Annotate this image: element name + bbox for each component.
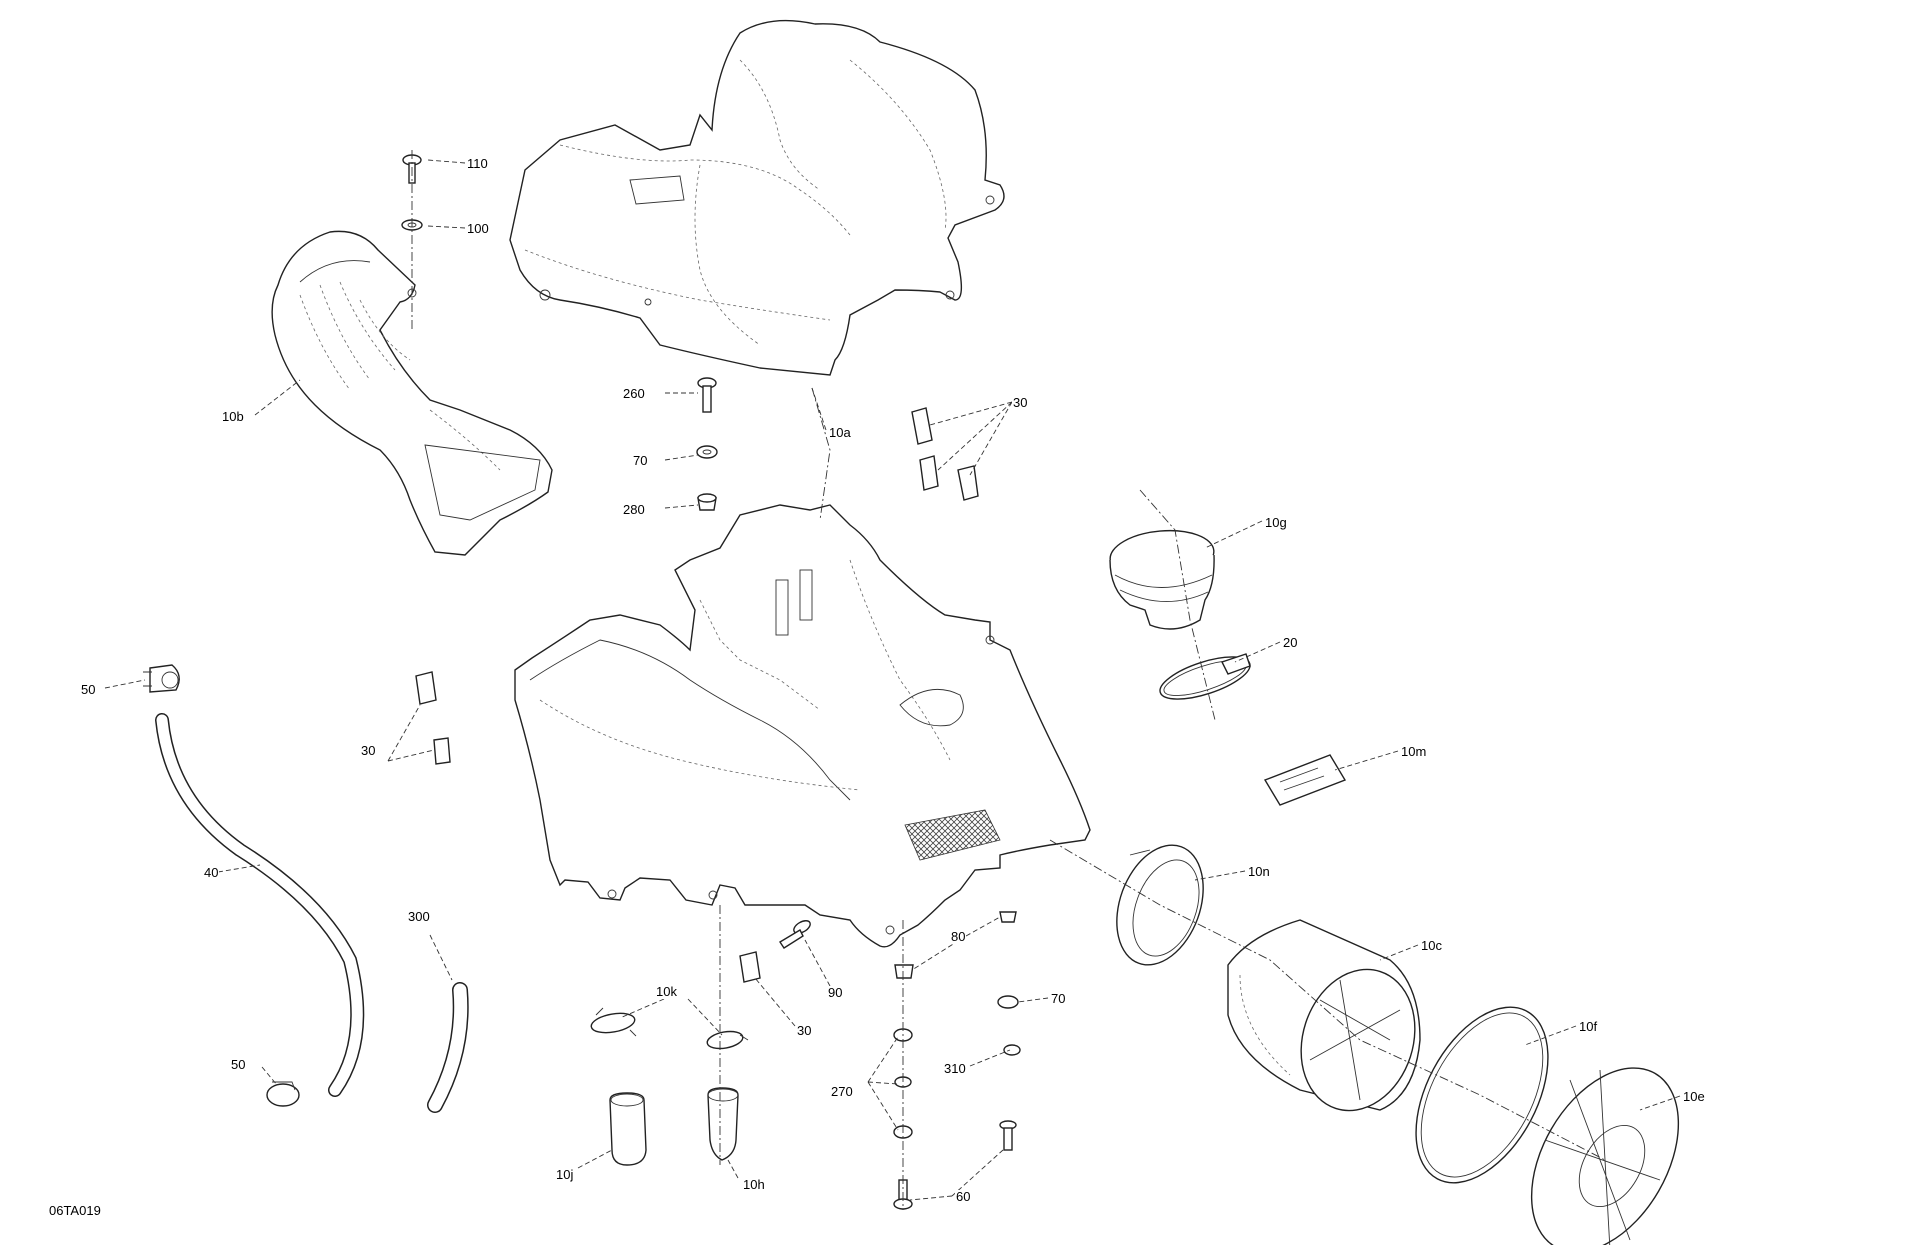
callout-10g: 10g xyxy=(1264,515,1288,530)
callout-100: 100 xyxy=(466,221,490,236)
hose-clamp xyxy=(1159,653,1251,700)
callout-40: 40 xyxy=(203,865,220,880)
grommet-80-b xyxy=(894,964,914,979)
axis-cover xyxy=(811,387,831,521)
callout-110: 110 xyxy=(466,156,489,171)
callout-10a: 10a xyxy=(828,425,852,440)
drain-valve-10j xyxy=(609,1092,647,1166)
clip-30-top-1 xyxy=(911,407,933,445)
callout-280: 280 xyxy=(622,502,646,517)
callout-10m: 10m xyxy=(1400,744,1428,759)
callout-10k: 10k xyxy=(655,984,678,999)
callout-270: 270 xyxy=(830,1084,854,1099)
callout-50-bottom: 50 xyxy=(230,1057,247,1072)
callout-70-bottom: 70 xyxy=(1050,991,1067,1006)
washer-310 xyxy=(1003,1044,1021,1056)
air-box-base xyxy=(514,504,1091,948)
callout-50-top: 50 xyxy=(80,682,97,697)
drain-valve-10h xyxy=(707,1087,739,1161)
screw-260 xyxy=(697,377,717,413)
washer-70-bottom xyxy=(997,995,1019,1009)
callout-30-bottom: 30 xyxy=(796,1023,813,1038)
air-filter-element xyxy=(1227,919,1421,1112)
short-hose xyxy=(427,982,469,1113)
callout-10h: 10h xyxy=(742,1177,766,1192)
clip-30-bottom xyxy=(739,951,761,983)
clip-30-top-2 xyxy=(919,455,939,491)
screw-90 xyxy=(779,920,811,949)
drain-hose xyxy=(155,713,365,1097)
callout-10j: 10j xyxy=(555,1167,575,1182)
callout-10n: 10n xyxy=(1247,864,1271,879)
clip-30-left-1 xyxy=(415,671,437,705)
filter-seal-ring xyxy=(1415,1006,1549,1184)
screw-60-a xyxy=(999,1120,1017,1151)
air-box-label xyxy=(1263,754,1347,806)
filter-end-cap xyxy=(1530,1067,1680,1245)
callout-260: 260 xyxy=(622,386,646,401)
hose-clamp-top xyxy=(143,664,180,693)
clip-30-top-3 xyxy=(957,465,979,501)
washer-70-top xyxy=(696,445,718,459)
callout-310: 310 xyxy=(943,1061,967,1076)
clip-30-left-2 xyxy=(433,737,451,765)
axis-elbow-boot xyxy=(1139,489,1216,721)
grommet-80-a xyxy=(999,911,1017,923)
callout-10e: 10e xyxy=(1682,1089,1706,1104)
callout-10f: 10f xyxy=(1578,1019,1599,1034)
clip-10k-b xyxy=(706,1030,749,1050)
callout-10c: 10c xyxy=(1420,938,1443,953)
callout-20: 20 xyxy=(1282,635,1299,650)
clip-10k-a xyxy=(590,1007,637,1037)
hose-clamp-bottom xyxy=(266,1081,300,1107)
callout-30-left: 30 xyxy=(360,743,377,758)
callout-300: 300 xyxy=(407,909,431,924)
callout-10b: 10b xyxy=(221,409,245,424)
drawing-code: 06TA019 xyxy=(48,1203,102,1218)
axis-filter xyxy=(1049,839,1606,1161)
elbow-boot xyxy=(1109,529,1215,630)
callout-80: 80 xyxy=(950,929,967,944)
callout-70-top: 70 xyxy=(632,453,649,468)
callout-30-top: 30 xyxy=(1012,395,1029,410)
grommet-280 xyxy=(697,493,717,511)
callout-60: 60 xyxy=(955,1189,972,1204)
callout-90: 90 xyxy=(827,985,844,1000)
air-box-cover xyxy=(509,19,1005,376)
intake-boot xyxy=(271,230,553,556)
